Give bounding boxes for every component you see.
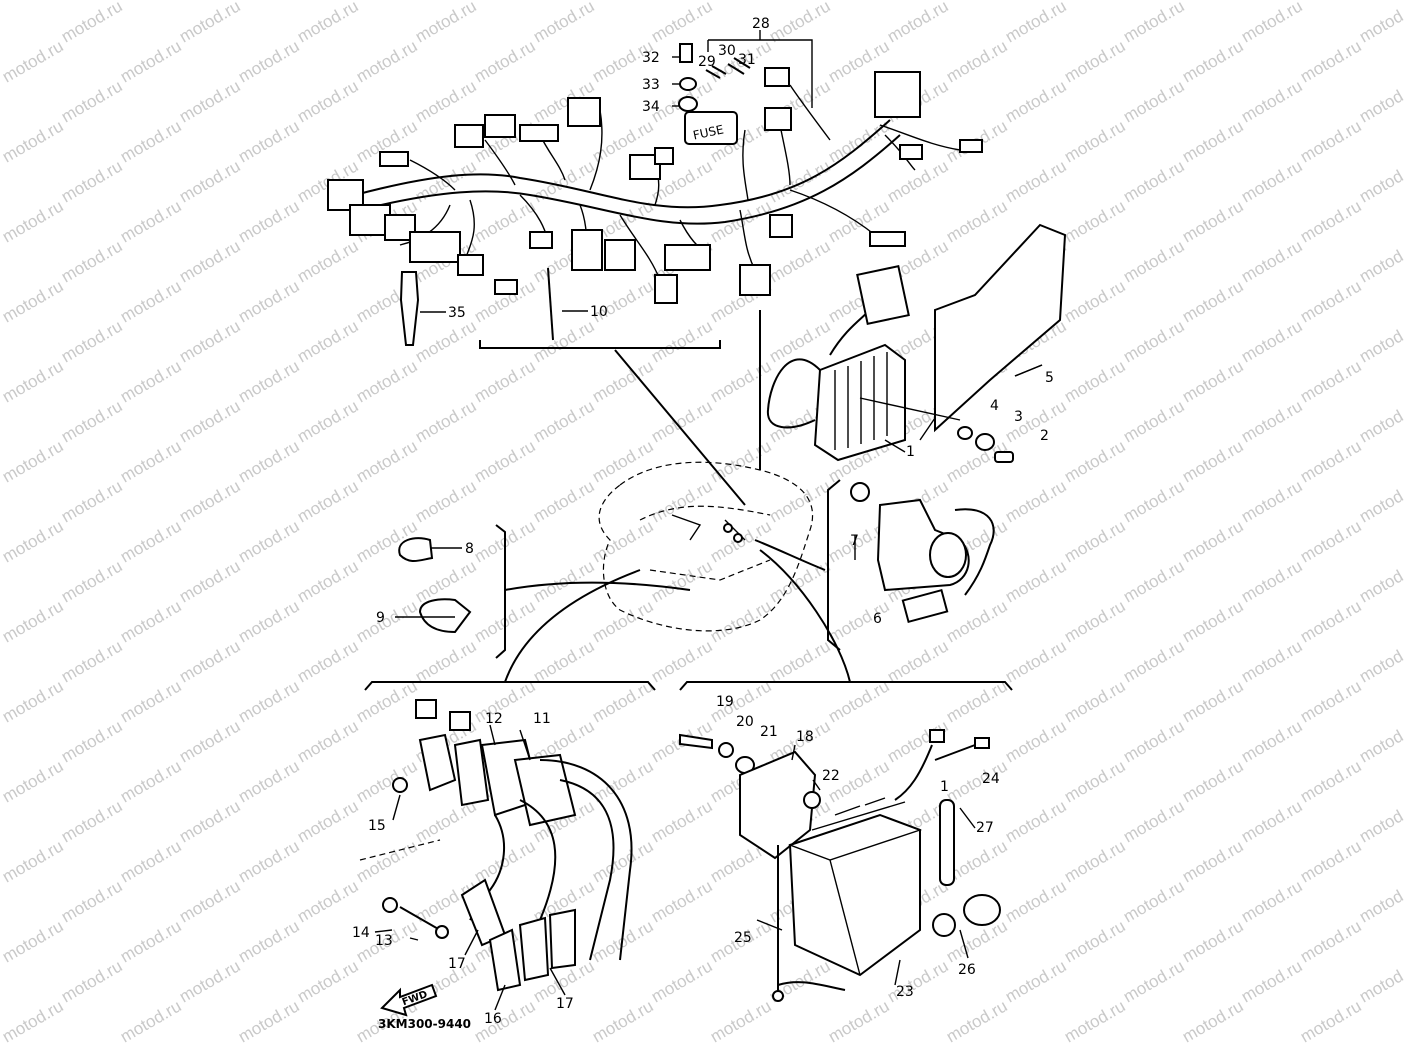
frame-outline xyxy=(598,461,814,632)
callout-18: 18 xyxy=(796,729,814,745)
callout-17-left: 17 xyxy=(448,956,466,972)
callout-5: 5 xyxy=(1045,370,1054,386)
callout-4: 4 xyxy=(990,398,999,414)
callout-14: 14 xyxy=(352,925,370,941)
callout-3: 3 xyxy=(1014,409,1023,425)
callout-30: 30 xyxy=(718,43,736,59)
rectifier-regulator xyxy=(759,223,1067,470)
callout-19: 19 xyxy=(716,694,734,710)
fuse-box-label: FUSE xyxy=(692,122,725,142)
cable-clamps xyxy=(398,524,691,659)
callout-2: 2 xyxy=(1040,428,1049,444)
callout-6: 6 xyxy=(873,611,882,627)
leader-lines xyxy=(374,56,1043,1011)
callout-27: 27 xyxy=(976,820,994,836)
callout-25: 25 xyxy=(734,930,752,946)
callout-28: 28 xyxy=(752,16,770,32)
callout-35: 35 xyxy=(448,305,466,321)
callout-12: 12 xyxy=(485,711,503,727)
callout-1-battery: 1 xyxy=(940,779,949,795)
callout-9: 9 xyxy=(376,610,385,626)
callout-20: 20 xyxy=(736,714,754,730)
callout-7: 7 xyxy=(850,533,859,549)
callout-8: 8 xyxy=(465,541,474,557)
callout-33: 33 xyxy=(642,77,660,93)
callout-26: 26 xyxy=(958,962,976,978)
callout-34: 34 xyxy=(642,99,660,115)
callout-21: 21 xyxy=(760,724,778,740)
callout-16: 16 xyxy=(484,1011,502,1027)
callout-17-right: 17 xyxy=(556,996,574,1012)
callout-1-regulator: 1 xyxy=(906,444,915,460)
callout-29: 29 xyxy=(698,54,716,70)
drawing-code: 3KM300-9440 xyxy=(378,1017,471,1031)
fwd-arrow-label: FWD xyxy=(401,989,429,1008)
callout-32: 32 xyxy=(642,50,660,66)
callout-numbers: 28 30 29 31 32 33 34 35 10 5 4 3 2 1 8 9… xyxy=(352,16,1054,1027)
ignition-coil-assembly: FWD xyxy=(359,569,656,1017)
wire-harness: FUSE xyxy=(327,67,983,346)
callout-13: 13 xyxy=(375,933,393,949)
callout-11: 11 xyxy=(533,711,551,727)
battery-assembly xyxy=(679,549,1013,1002)
callout-23: 23 xyxy=(896,984,914,1000)
callout-22: 22 xyxy=(822,768,840,784)
callout-10: 10 xyxy=(590,304,608,320)
fuse-hardware xyxy=(678,30,813,112)
callout-31: 31 xyxy=(738,52,756,68)
horn-assembly xyxy=(754,479,995,651)
callout-24: 24 xyxy=(982,771,1000,787)
callout-15: 15 xyxy=(368,818,386,834)
